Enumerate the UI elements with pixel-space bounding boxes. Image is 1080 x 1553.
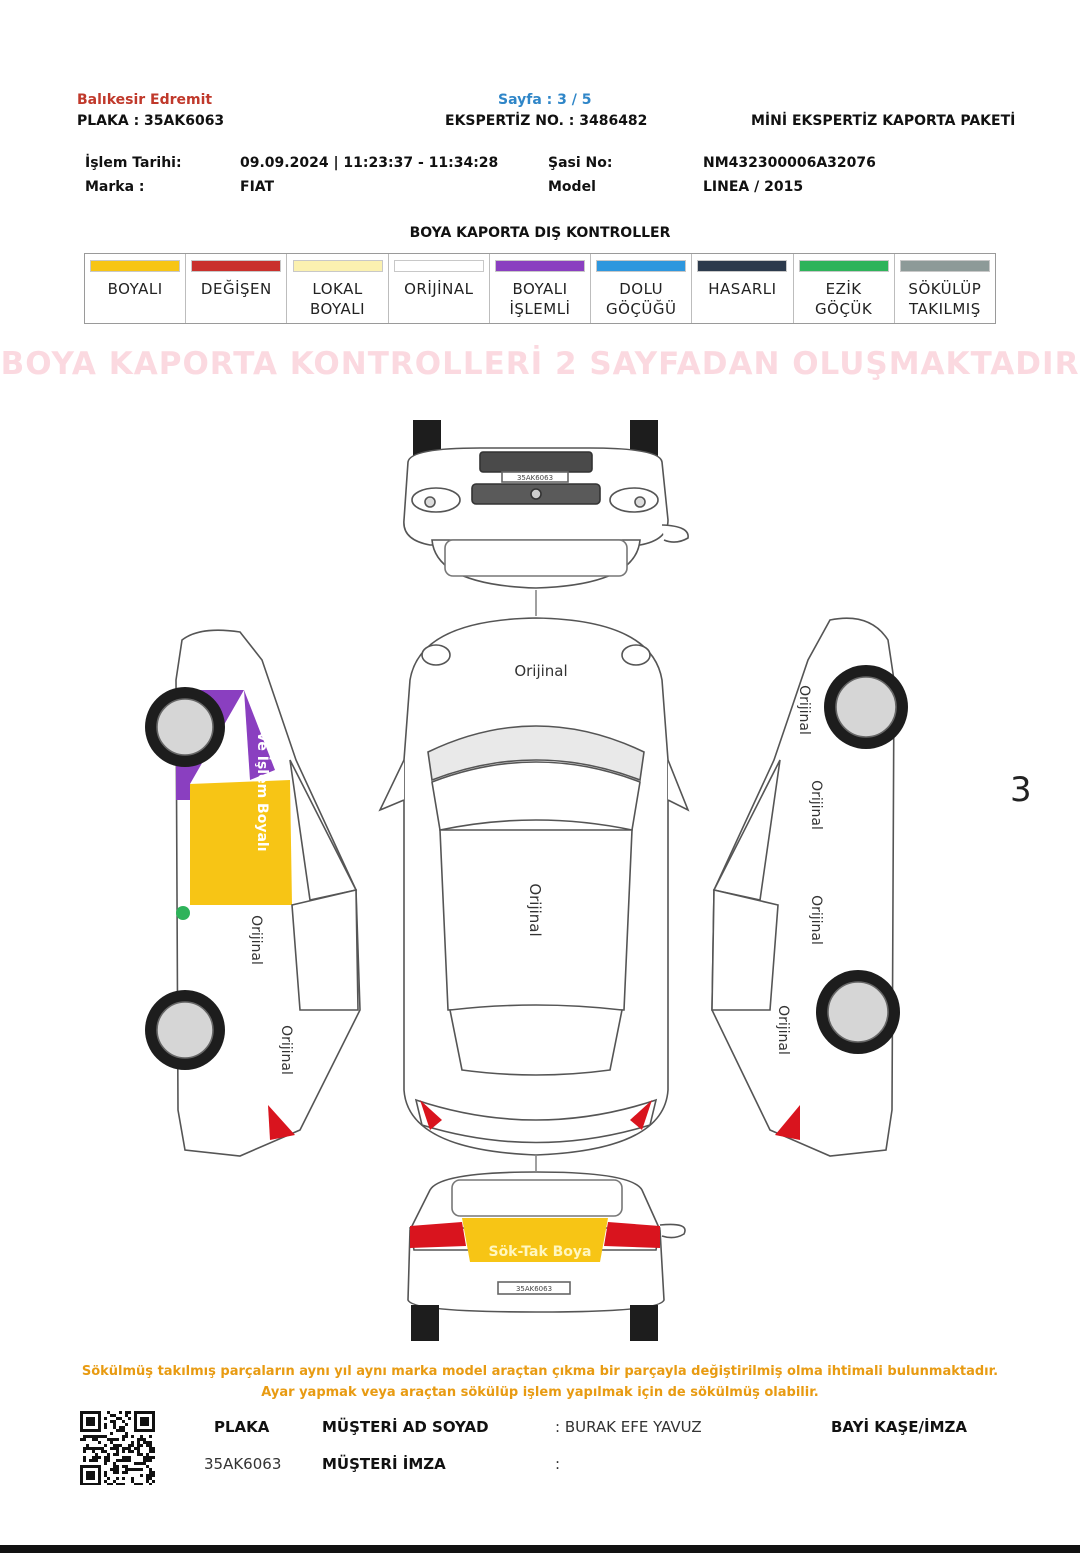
dealer-stamp-label: BAYİ KAŞE/İMZA bbox=[831, 1418, 968, 1436]
watermark-text: BOYA KAPORTA KONTROLLERİ 2 SAYFADAN OLUŞ… bbox=[0, 346, 1080, 382]
legend-item: BOYALI İŞLEMLİ bbox=[490, 254, 592, 323]
footer-plate-value: 35AK6063 bbox=[204, 1455, 282, 1473]
legend-label: SÖKÜLÜP TAKILMIŞ bbox=[908, 279, 981, 319]
rear-plate: 35AK6063 bbox=[516, 1285, 552, 1293]
legend-swatch bbox=[899, 260, 990, 272]
legend-item: ORİJİNAL bbox=[389, 254, 490, 323]
bottom-bar bbox=[0, 1545, 1080, 1553]
chassis-label: Şasi No: bbox=[548, 155, 613, 171]
left-top-label: Boya ve İşlem Boyalı bbox=[254, 689, 271, 852]
footer-plate-header: PLAKA bbox=[214, 1418, 270, 1436]
brand-value: FIAT bbox=[240, 179, 275, 195]
package-name: MİNİ EKSPERTİZ KAPORTA PAKETİ bbox=[751, 113, 1016, 129]
legend-item: LOKAL BOYALI bbox=[287, 254, 389, 323]
front-plate: 35AK6063 bbox=[517, 474, 553, 482]
chassis-value: NM432300006A32076 bbox=[703, 155, 876, 171]
legend-item: BOYALI bbox=[85, 254, 187, 323]
hood-label: Orijinal bbox=[514, 662, 567, 680]
qr-code bbox=[80, 1411, 155, 1485]
date-value: 09.09.2024 | 11:23:37 - 11:34:28 bbox=[240, 155, 499, 171]
legend-label-line-2: GÖÇÜK bbox=[815, 300, 873, 318]
legend-swatch bbox=[494, 260, 585, 272]
legend-label-line-1: EZİK bbox=[825, 280, 862, 298]
legend-label: BOYALI bbox=[108, 279, 163, 299]
disclaimer-line-1: Sökülmüş takılmış parçaların aynı yıl ay… bbox=[81, 1364, 999, 1379]
right-label-2: Orijinal bbox=[808, 780, 824, 830]
model-label: Model bbox=[548, 179, 596, 195]
page-number: 3 bbox=[1010, 770, 1032, 810]
legend-item: DEĞİŞEN bbox=[186, 254, 288, 323]
legend-label: HASARLI bbox=[708, 279, 776, 299]
left-side-view: Boya ve İşlem Boyalı Orijinal Orijinal bbox=[145, 629, 361, 1157]
right-label-1: Orijinal bbox=[796, 685, 812, 735]
model-value: LINEA / 2015 bbox=[703, 179, 804, 195]
plate-label: PLAKA : 35AK6063 bbox=[77, 113, 225, 129]
legend-label: EZİK GÖÇÜK bbox=[815, 279, 872, 319]
legend-label: ORİJİNAL bbox=[404, 279, 473, 299]
right-label-3: Orijinal bbox=[808, 895, 824, 945]
legend-label: LOKAL BOYALI bbox=[310, 279, 365, 319]
legend-swatch bbox=[90, 260, 181, 272]
page-indicator: Sayfa : 3 / 5 bbox=[498, 92, 592, 108]
expertise-number: EKSPERTİZ NO. : 3486482 bbox=[445, 113, 648, 129]
customer-name-value: : BURAK EFE YAVUZ bbox=[555, 1418, 702, 1436]
customer-signature-label: MÜŞTERİ İMZA bbox=[322, 1455, 446, 1473]
color-legend: BOYALI DEĞİŞEN LOKAL BOYALI ORİJİNAL BOYALI İŞ… bbox=[84, 253, 996, 324]
legend-label: BOYALI İŞLEMLİ bbox=[509, 279, 570, 319]
legend-item: SÖKÜLÜP TAKILMIŞ bbox=[895, 254, 995, 323]
rear-view: 35AK6063 Sök-Tak Boya bbox=[407, 1171, 686, 1341]
legend-swatch bbox=[596, 260, 687, 272]
legend-label-line-1: HASARLI bbox=[708, 280, 777, 298]
location: Balıkesir Edremit bbox=[77, 92, 213, 108]
customer-name-label: MÜŞTERİ AD SOYAD bbox=[322, 1418, 489, 1436]
legend-item: DOLU GÖÇÜĞÜ bbox=[591, 254, 693, 323]
legend-label: DEĞİŞEN bbox=[201, 279, 272, 299]
legend-label-line-1: DEĞİŞEN bbox=[200, 280, 272, 298]
section-title: BOYA KAPORTA DIŞ KONTROLLER bbox=[409, 225, 671, 241]
legend-label-line-2: İŞLEMLİ bbox=[509, 300, 571, 318]
legend-label-line-1: DOLU bbox=[619, 280, 664, 298]
legend-item: EZİK GÖÇÜK bbox=[794, 254, 895, 323]
car-damage-diagram: 35AK6063 Orijinal Orijinal bbox=[145, 420, 908, 1341]
legend-label-line-2: BOYALI bbox=[310, 300, 366, 318]
legend-label-line-1: BOYALI bbox=[512, 280, 568, 298]
legend-swatch bbox=[393, 260, 484, 272]
legend-item: HASARLI bbox=[692, 254, 794, 323]
disclaimer-line-2: Ayar yapmak veya araçtan sökülüp işlem y… bbox=[261, 1385, 819, 1400]
legend-label: DOLU GÖÇÜĞÜ bbox=[606, 279, 677, 319]
rear-label: Sök-Tak Boya bbox=[488, 1244, 591, 1260]
brand-label: Marka : bbox=[85, 179, 145, 195]
legend-swatch bbox=[798, 260, 889, 272]
top-view: Orijinal Orijinal bbox=[378, 617, 690, 1156]
customer-signature-value: : bbox=[555, 1455, 561, 1473]
legend-swatch bbox=[191, 260, 282, 272]
legend-label-line-1: BOYALI bbox=[107, 280, 163, 298]
legend-label-line-1: SÖKÜLÜP bbox=[908, 280, 982, 298]
left-mid-label: Orijinal bbox=[248, 915, 264, 965]
legend-swatch bbox=[292, 260, 383, 272]
legend-label-line-1: LOKAL bbox=[312, 280, 363, 298]
legend-label-line-2: TAKILMIŞ bbox=[908, 300, 981, 318]
legend-swatch bbox=[697, 260, 788, 272]
legend-label-line-1: ORİJİNAL bbox=[404, 280, 474, 298]
date-label: İşlem Tarihi: bbox=[85, 155, 182, 171]
front-view: 35AK6063 bbox=[403, 420, 689, 589]
right-side-view: Orijinal Orijinal Orijinal Orijinal bbox=[711, 617, 908, 1157]
right-label-4: Orijinal bbox=[775, 1005, 791, 1055]
roof-label: Orijinal bbox=[526, 883, 544, 936]
legend-label-line-2: GÖÇÜĞÜ bbox=[605, 300, 677, 318]
left-rear-label: Orijinal bbox=[278, 1025, 294, 1075]
